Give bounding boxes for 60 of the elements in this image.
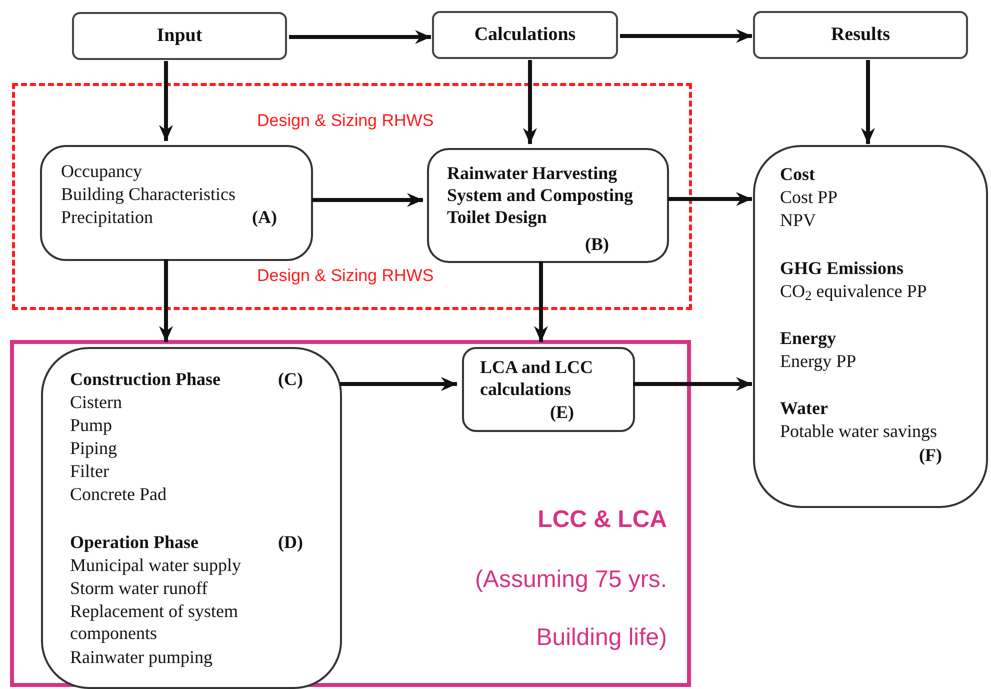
arrow xyxy=(159,61,173,141)
box-text: Rainwater Harvesting System and Composting Toilet Design xyxy=(447,162,634,228)
box-text: (B) xyxy=(585,233,609,255)
box-text: Energy xyxy=(780,327,836,349)
arrow xyxy=(523,60,537,144)
box-text: Pump xyxy=(70,414,112,436)
box-text: Energy PP xyxy=(780,350,856,372)
box-text: Building Characteristics xyxy=(61,183,236,205)
box-text: Precipitation xyxy=(61,206,153,228)
box-text: (A) xyxy=(252,206,277,228)
box-text: Results xyxy=(830,24,892,46)
process-box xyxy=(427,148,669,263)
box-text: Replacement of system components xyxy=(70,600,239,644)
header-box xyxy=(432,11,618,59)
process-box xyxy=(40,145,313,261)
box-text: Cost PP xyxy=(780,186,838,208)
box-text: Rainwater pumping xyxy=(70,646,212,668)
arrow xyxy=(668,192,752,206)
region-label: LCC & LCA xyxy=(538,506,667,534)
arrow xyxy=(340,377,457,391)
arrow xyxy=(633,377,752,391)
box-text: Occupancy xyxy=(61,160,142,182)
arrow xyxy=(312,193,423,207)
box-text: NPV xyxy=(780,209,816,231)
box-text: Storm water runoff xyxy=(70,577,208,599)
box-text: Water xyxy=(780,397,828,419)
highlight-region xyxy=(10,340,691,687)
box-text: (E) xyxy=(550,401,574,423)
header-box xyxy=(753,11,968,59)
dashed-region xyxy=(12,83,692,310)
box-text: Cost xyxy=(780,163,815,185)
box-text: (D) xyxy=(278,531,303,553)
process-box xyxy=(462,347,635,432)
box-text: CO$_{2}$ equivalence PP xyxy=(780,280,927,302)
arrow xyxy=(159,259,173,342)
arrow xyxy=(861,60,875,144)
arrow xyxy=(289,30,431,44)
process-box xyxy=(41,347,342,689)
box-text: Calculations xyxy=(473,24,577,46)
box-text: Potable water savings xyxy=(780,420,937,442)
box-text: (F) xyxy=(919,444,942,466)
region-label: Building life) xyxy=(536,624,667,652)
box-text: (C) xyxy=(278,368,303,390)
region-label: Design & Sizing RHWS xyxy=(257,266,434,286)
box-text: LCA and LCC calculations xyxy=(480,356,594,400)
region-label: (Assuming 75 yrs. xyxy=(474,566,667,594)
header-box xyxy=(72,12,287,60)
box-text: Cistern xyxy=(70,391,122,413)
box-text: Input xyxy=(156,25,204,47)
box-text: GHG Emissions xyxy=(780,257,904,279)
result-box xyxy=(753,145,988,508)
box-text: Filter xyxy=(70,460,109,482)
box-text: Operation Phase xyxy=(70,531,198,553)
region-label: Design & Sizing RHWS xyxy=(257,111,434,131)
box-text: Municipal water supply xyxy=(70,554,241,576)
box-text: Piping xyxy=(70,437,118,459)
arrow xyxy=(620,29,752,43)
box-text: Construction Phase xyxy=(70,368,221,390)
box-text: Concrete Pad xyxy=(70,483,166,505)
arrow xyxy=(534,261,548,342)
